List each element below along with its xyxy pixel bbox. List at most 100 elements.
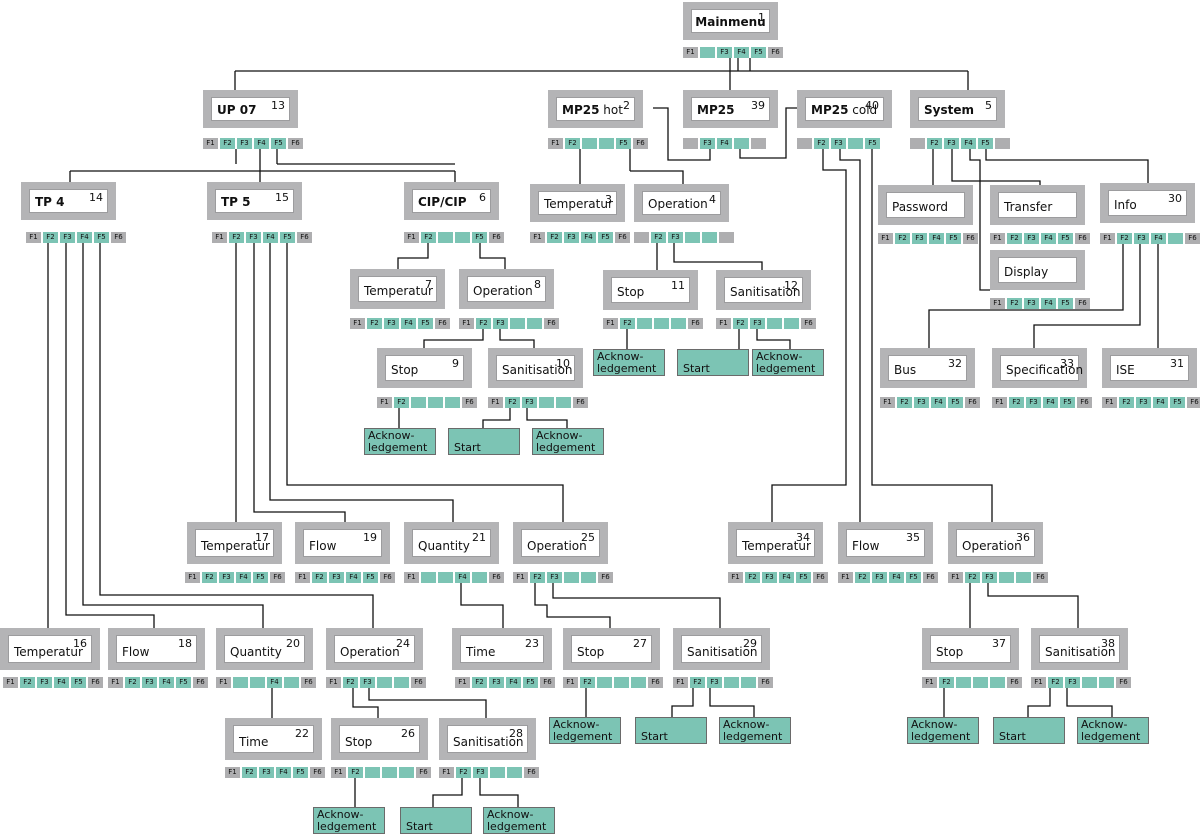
function-key: F6 <box>193 677 208 688</box>
function-key: F2 <box>1007 233 1022 244</box>
menu-number: 6 <box>479 191 486 204</box>
function-key: F6 <box>270 572 285 583</box>
menu-screen: Transfer <box>998 192 1077 218</box>
function-key: F1 <box>878 233 893 244</box>
menu-label: Info <box>1114 198 1137 212</box>
action-leaf-ack10: Acknow- ledgement <box>532 428 604 455</box>
function-key <box>394 677 409 688</box>
function-key <box>784 318 799 329</box>
function-key: F2 <box>505 397 520 408</box>
action-leaf-ack26: Acknow- ledgement <box>313 807 385 834</box>
connector-line <box>871 149 993 522</box>
function-key: F3 <box>259 767 274 778</box>
function-key: F6 <box>435 318 450 329</box>
menu-label: Stop <box>391 363 419 377</box>
function-key: F3 <box>1024 298 1039 309</box>
function-key: F1 <box>455 677 470 688</box>
function-key: F3 <box>360 677 375 688</box>
function-key: F6 <box>288 138 303 149</box>
function-key: F3 <box>473 767 488 778</box>
function-key <box>507 767 522 778</box>
function-key <box>973 677 988 688</box>
function-key: F4 <box>961 138 976 149</box>
function-key: F2 <box>733 318 748 329</box>
menu-label: Operation <box>648 197 708 211</box>
function-key: F2 <box>1007 298 1022 309</box>
menu-screen: Display <box>998 257 1077 283</box>
function-key <box>445 397 460 408</box>
function-key: F1 <box>3 677 18 688</box>
connector-line <box>585 688 755 717</box>
function-key: F5 <box>271 138 286 149</box>
function-key: F2 <box>897 397 912 408</box>
menu-label: Specification <box>1006 363 1084 377</box>
function-key: F3 <box>668 232 683 243</box>
function-key: F5 <box>751 47 766 58</box>
connector-line <box>626 329 791 349</box>
function-key <box>377 677 392 688</box>
function-key: F3 <box>707 677 722 688</box>
function-key: F1 <box>1102 397 1117 408</box>
function-key: F3 <box>493 318 508 329</box>
function-key: F1 <box>683 47 698 58</box>
function-key: F6 <box>573 397 588 408</box>
function-key: F6 <box>1007 677 1022 688</box>
menu-number: 34 <box>796 531 810 544</box>
connector-line <box>839 149 861 522</box>
function-key: F1 <box>513 572 528 583</box>
function-key <box>365 767 380 778</box>
function-key: F1 <box>377 397 392 408</box>
menu-number: 23 <box>525 637 539 650</box>
function-key <box>250 677 265 688</box>
function-key: F1 <box>563 677 578 688</box>
function-key: F5 <box>946 233 961 244</box>
function-key: F4 <box>1043 397 1058 408</box>
function-key: F3 <box>329 572 344 583</box>
menu-number: 5 <box>985 99 992 112</box>
menu-number: 21 <box>472 531 486 544</box>
function-key <box>685 232 700 243</box>
function-key: F2 <box>814 138 829 149</box>
function-key: F6 <box>310 767 325 778</box>
function-key <box>702 232 717 243</box>
function-key: F1 <box>331 767 346 778</box>
function-key: F4 <box>1151 233 1166 244</box>
function-key: F2 <box>1048 677 1063 688</box>
function-key <box>724 677 739 688</box>
function-key: F5 <box>1060 397 1075 408</box>
action-leaf-ack37: Acknow- ledgement <box>907 717 979 744</box>
function-key <box>599 138 614 149</box>
function-key: F3 <box>831 138 846 149</box>
menu-number: 32 <box>948 357 962 370</box>
menu-number: 35 <box>906 531 920 544</box>
menu-number: 17 <box>255 531 269 544</box>
menu-label: Stop <box>345 735 373 749</box>
function-key <box>631 677 646 688</box>
function-key: F2 <box>895 233 910 244</box>
function-key <box>956 677 971 688</box>
menu-number: 15 <box>275 191 289 204</box>
menu-label: Password <box>892 200 949 214</box>
function-key: F5 <box>598 232 613 243</box>
